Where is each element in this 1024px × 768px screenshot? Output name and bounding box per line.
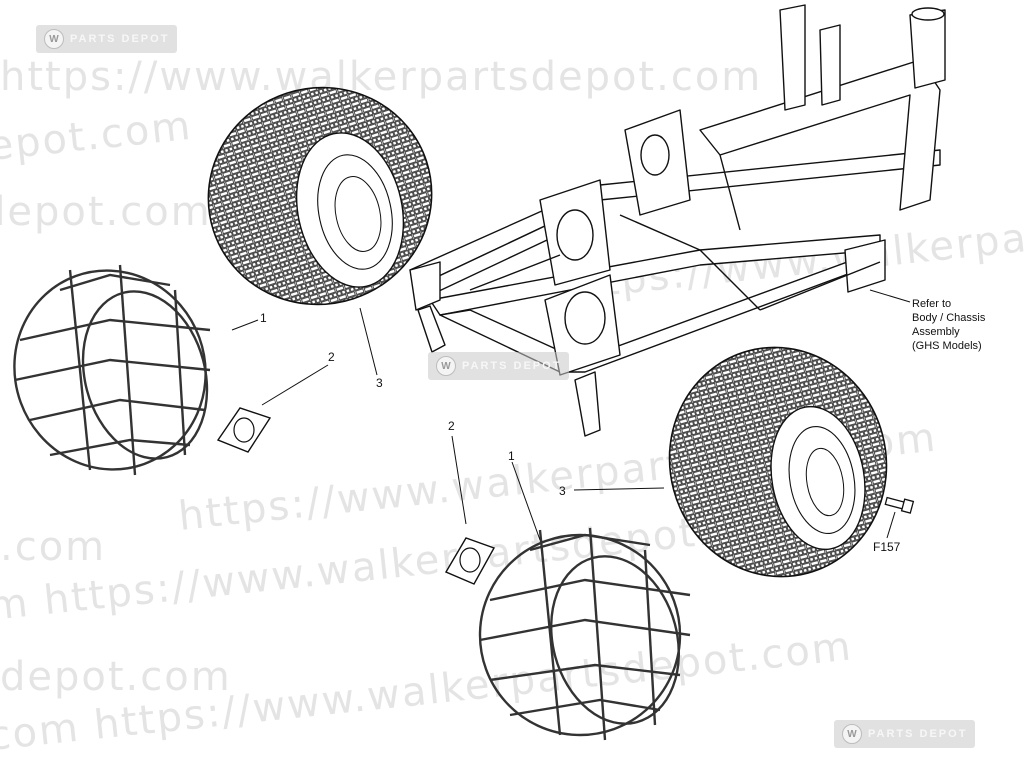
tire-upper <box>207 86 433 306</box>
callout-left-tire: 3 <box>376 376 383 390</box>
callout-right-chain: 1 <box>508 449 515 463</box>
adapter-plate-left <box>216 407 272 453</box>
callout-left-chain: 1 <box>260 311 267 325</box>
chassis-frame <box>409 4 946 437</box>
watermark-badge-label: PARTS DEPOT <box>70 33 170 45</box>
adapter-plate-right <box>444 537 496 585</box>
watermark-text: depot.com <box>0 189 212 235</box>
reference-note-line: Refer to <box>912 298 952 310</box>
tire-chain-left <box>13 264 211 476</box>
reference-note: Refer to Body / Chassis Assembly (GHS Mo… <box>912 297 1024 353</box>
tire-chain-right <box>478 527 691 741</box>
bolt <box>884 496 915 514</box>
reference-note-line: Body / Chassis Assembly <box>912 312 986 338</box>
watermark-logo-icon: W <box>436 356 456 376</box>
watermark-text: https://www.walkerpartsdepot.com <box>0 54 762 100</box>
watermark-logo-icon: W <box>842 724 862 744</box>
tire-lower-right <box>668 346 888 578</box>
callout-right-tire: 3 <box>559 484 566 498</box>
reference-note-line: (GHS Models) <box>912 340 982 352</box>
watermark-logo-icon: W <box>44 29 64 49</box>
watermark-text: depot.com <box>0 654 232 700</box>
callout-left-plate: 2 <box>328 350 335 364</box>
watermark-badge-label: PARTS DEPOT <box>868 728 968 740</box>
watermark-badge-top-left: W PARTS DEPOT <box>36 25 178 53</box>
watermark-badge-bottom-right: W PARTS DEPOT <box>834 720 976 748</box>
watermark-badge-label: PARTS DEPOT <box>462 360 562 372</box>
watermark-text: m https://www.walkerpartsdepot.com <box>0 499 805 630</box>
callout-right-plate: 2 <box>448 419 455 433</box>
watermark-text: epot.com <box>0 103 194 170</box>
watermark-text: .com <box>0 524 106 570</box>
watermark-badge-center: W PARTS DEPOT <box>428 352 570 380</box>
callout-bolt: F157 <box>873 540 901 554</box>
leader-lines <box>231 289 911 541</box>
